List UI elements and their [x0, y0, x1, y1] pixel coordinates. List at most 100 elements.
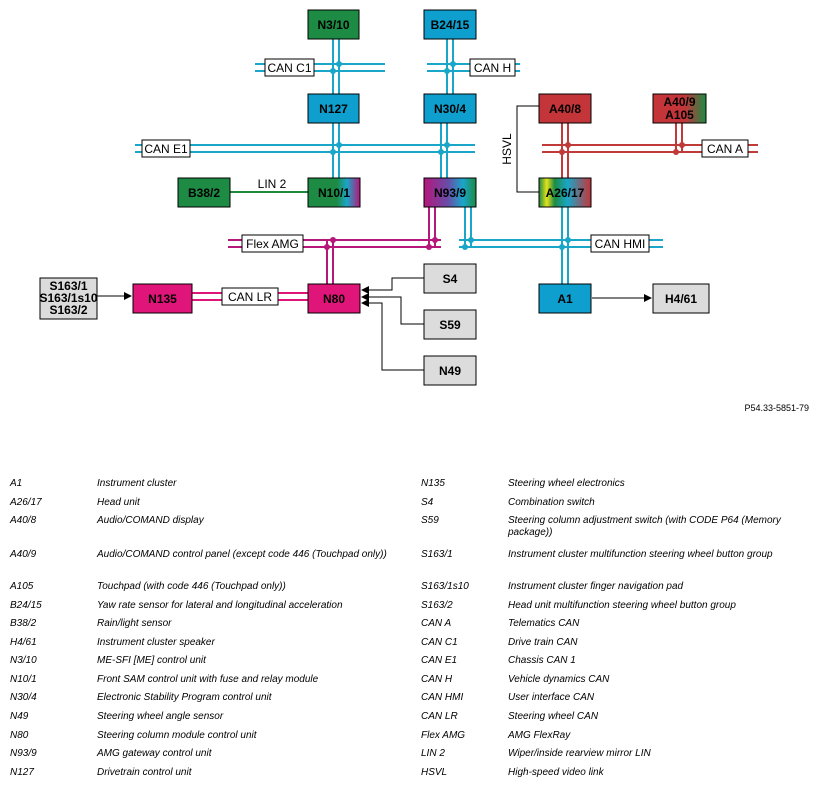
legend-code: N93/9	[10, 748, 37, 759]
svg-text:CAN LR: CAN LR	[228, 290, 272, 304]
legend-code: H4/61	[10, 637, 37, 648]
legend-description: Telematics CAN	[508, 618, 580, 629]
legend-description: Combination switch	[508, 497, 595, 508]
legend-code: CAN LR	[421, 711, 458, 722]
legend-code: A40/9	[10, 549, 37, 560]
legend-code: N30/4	[10, 692, 37, 703]
can-hmi-label: CAN HMI	[590, 234, 650, 253]
svg-text:A40/8: A40/8	[549, 102, 581, 116]
legend-description: AMG gateway control unit	[97, 748, 212, 759]
svg-text:CAN HMI: CAN HMI	[595, 237, 646, 251]
legend-description: Instrument cluster finger navigation pad	[508, 581, 684, 592]
legend-code: A105	[10, 581, 34, 592]
legend-code: S163/1s10	[421, 581, 469, 592]
node-a40-8[interactable]: A40/8	[538, 93, 592, 124]
legend-description: Instrument cluster multifunction steerin…	[508, 549, 773, 560]
legend-code: B38/2	[10, 618, 37, 629]
legend-code: Flex AMG	[421, 730, 466, 741]
svg-text:N93/9: N93/9	[434, 186, 466, 200]
signal-arrows	[97, 277, 652, 371]
node-n127[interactable]: N127	[307, 93, 360, 124]
svg-text:N3/10: N3/10	[317, 18, 349, 32]
legend-description: Drive train CAN	[508, 637, 578, 648]
legend-code: A26/17	[10, 497, 42, 508]
node-s4[interactable]: S4	[423, 263, 477, 294]
figure-reference: P54.33-5851-79	[744, 403, 809, 413]
can-h-label: CAN H	[469, 58, 516, 77]
node-h4-61[interactable]: H4/61	[652, 283, 710, 314]
node-n10-1[interactable]: N10/1	[307, 177, 361, 208]
svg-text:N135: N135	[148, 292, 177, 306]
legend-code: A1	[10, 478, 23, 489]
can-a-label: CAN A	[701, 139, 749, 158]
svg-text:A105: A105	[665, 108, 694, 122]
legend-code: CAN HMI	[421, 692, 464, 703]
svg-text:S163/2: S163/2	[49, 303, 87, 317]
svg-text:H4/61: H4/61	[665, 292, 697, 306]
node-n30-4[interactable]: N30/4	[423, 93, 477, 124]
svg-text:B24/15: B24/15	[431, 18, 470, 32]
svg-text:N80: N80	[323, 292, 345, 306]
legend-code: N127	[10, 767, 34, 778]
junction-dots	[324, 61, 685, 250]
node-s59[interactable]: S59	[423, 309, 477, 340]
can-lr-label: CAN LR	[221, 287, 279, 306]
legend-description: Audio/COMAND display	[97, 515, 204, 526]
legend-description: AMG FlexRay	[508, 730, 571, 741]
svg-text:CAN E1: CAN E1	[144, 142, 188, 156]
node-b24-15[interactable]: B24/15	[423, 9, 477, 40]
legend-description: Steering wheel CAN	[508, 711, 599, 722]
legend-code: S163/2	[421, 600, 453, 611]
svg-text:S163/1: S163/1	[49, 279, 87, 293]
node-a26-17[interactable]: A26/17	[538, 177, 592, 208]
svg-text:B38/2: B38/2	[188, 186, 220, 200]
legend-description: Vehicle dynamics CAN	[508, 674, 610, 685]
network-topology-diagram: CAN C1 CAN H CAN E1 CAN A Flex AMG CAN H…	[39, 9, 809, 413]
svg-text:S59: S59	[439, 318, 461, 332]
node-n3-10[interactable]: N3/10	[307, 9, 360, 40]
node-n93-9[interactable]: N93/9	[423, 177, 477, 208]
can-e1-label: CAN E1	[141, 139, 191, 158]
svg-text:S163/1s10: S163/1s10	[39, 291, 97, 305]
svg-text:A40/9: A40/9	[663, 95, 695, 109]
can-c1-label: CAN C1	[264, 58, 315, 77]
svg-text:S4: S4	[443, 272, 458, 286]
svg-text:N127: N127	[319, 102, 348, 116]
svg-text:CAN H: CAN H	[474, 61, 511, 75]
legend-description: User interface CAN	[508, 692, 595, 703]
legend-code: CAN E1	[421, 655, 458, 666]
flex-amg-label: Flex AMG	[241, 234, 304, 253]
legend-code: A40/8	[10, 515, 37, 526]
legend-description: Instrument cluster	[97, 478, 177, 489]
legend-code: CAN C1	[421, 637, 458, 648]
legend-code: B24/15	[10, 600, 42, 611]
node-n135[interactable]: N135	[132, 283, 193, 314]
legend-code: CAN A	[421, 618, 452, 629]
legend-description: Instrument cluster speaker	[97, 637, 215, 648]
legend-code: S4	[421, 497, 434, 508]
legend-description: ME-SFI [ME] control unit	[97, 655, 206, 666]
legend-description: High-speed video link	[508, 767, 604, 778]
svg-text:N49: N49	[439, 364, 461, 378]
svg-text:N10/1: N10/1	[318, 186, 350, 200]
legend-description: Rain/light sensor	[97, 618, 172, 629]
legend-description: Wiper/inside rearview mirror LIN	[508, 748, 651, 759]
legend-code: CAN H	[421, 674, 453, 685]
hsvl-link	[516, 105, 539, 193]
legend-description: Steering column module control unit	[97, 730, 257, 741]
node-n49[interactable]: N49	[423, 355, 477, 386]
legend-code: N3/10	[10, 655, 37, 666]
node-b38-2[interactable]: B38/2	[177, 177, 231, 208]
node-a1[interactable]: A1	[538, 283, 592, 314]
legend-description: Chassis CAN 1	[508, 655, 576, 666]
node-a40-9-a105[interactable]: A40/9 A105	[652, 93, 707, 124]
node-s163-group[interactable]: S163/1 S163/1s10 S163/2	[39, 277, 98, 320]
svg-text:Flex AMG: Flex AMG	[246, 237, 299, 251]
legend-description: Head unit multifunction steering wheel b…	[508, 600, 736, 611]
legend-code: N80	[10, 730, 29, 741]
node-n80[interactable]: N80	[307, 283, 361, 314]
legend-description: Front SAM control unit with fuse and rel…	[97, 674, 319, 685]
legend-code: N135	[421, 478, 445, 489]
legend-code: S59	[421, 515, 439, 526]
lin2-label: LIN 2	[258, 177, 287, 191]
